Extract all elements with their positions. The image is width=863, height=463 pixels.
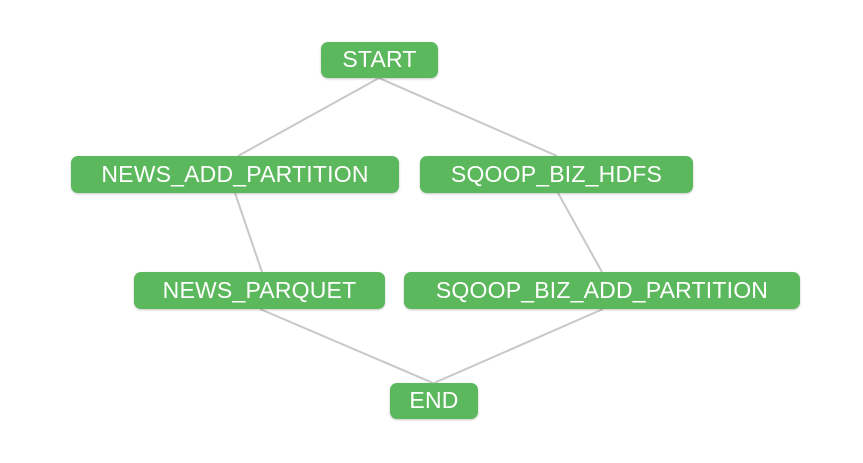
graph-edge bbox=[433, 308, 604, 384]
graph-node-label: SQOOP_BIZ_HDFS bbox=[450, 160, 663, 187]
graph-node-sqoop-biz-hdfs[interactable]: SQOOP_BIZ_HDFS bbox=[420, 156, 693, 193]
graph-edge bbox=[234, 192, 263, 273]
graph-node-end[interactable]: END bbox=[390, 383, 478, 419]
graph-node-news-add-partition[interactable]: NEWS_ADD_PARTITION bbox=[71, 156, 399, 193]
graph-node-label: NEWS_ADD_PARTITION bbox=[101, 160, 369, 187]
graph-node-sqoop-biz-add-partition[interactable]: SQOOP_BIZ_ADD_PARTITION bbox=[404, 272, 800, 309]
graph-node-start[interactable]: START bbox=[321, 42, 438, 78]
graph-node-label: SQOOP_BIZ_ADD_PARTITION bbox=[435, 276, 769, 303]
graph-edge bbox=[557, 192, 603, 273]
graph-node-news-parquet[interactable]: NEWS_PARQUET bbox=[134, 272, 385, 309]
graph-node-label: START bbox=[342, 46, 417, 72]
graph-edge bbox=[259, 308, 434, 384]
graph-node-label: NEWS_PARQUET bbox=[162, 276, 357, 303]
graph-node-label: END bbox=[409, 387, 459, 413]
graph-edge bbox=[237, 77, 380, 157]
graph-edge bbox=[378, 77, 558, 157]
